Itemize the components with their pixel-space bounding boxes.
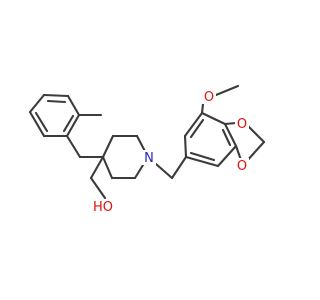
- methoxy-oxygen-label: O: [204, 90, 214, 105]
- bond-inner: [189, 118, 205, 139]
- bond-lines: [28, 84, 266, 200]
- piperidine-nitrogen-label: N: [144, 151, 154, 166]
- hydroxyl-label: HO: [93, 200, 113, 215]
- atom-labels: O O O N HO: [91, 89, 249, 215]
- bond: [184, 155, 220, 168]
- bond: [200, 102, 205, 115]
- bond: [66, 94, 81, 117]
- bond: [216, 144, 238, 168]
- bond-inner: [62, 114, 75, 133]
- bond: [28, 93, 46, 114]
- hydroxyl-group: HO: [91, 199, 115, 215]
- bond: [223, 122, 238, 148]
- molecule-structure-diagram: O O O N HO: [28, 84, 266, 215]
- bond-inner: [221, 128, 232, 147]
- bond: [214, 84, 240, 97]
- bond: [170, 155, 188, 180]
- bond: [101, 155, 114, 180]
- piperidine-nitrogen-atom: N: [142, 150, 156, 166]
- bond: [223, 121, 238, 126]
- dioxole-oxygen-top-label: O: [237, 117, 247, 132]
- bond: [101, 134, 115, 159]
- bond: [28, 110, 46, 138]
- bond: [65, 134, 82, 159]
- bond: [234, 144, 243, 162]
- bond-inner: [46, 99, 67, 104]
- bond: [65, 113, 81, 138]
- dioxole-oxygen-top-atom: O: [235, 116, 249, 132]
- bond-inner: [189, 151, 216, 162]
- bond: [89, 176, 107, 200]
- bond: [200, 111, 227, 126]
- bond: [42, 93, 70, 98]
- bond: [183, 134, 188, 159]
- methoxy-oxygen-atom: O: [202, 89, 216, 105]
- bond-inner: [34, 111, 49, 133]
- bond: [183, 111, 204, 138]
- dioxole-oxygen-bottom-label: O: [237, 159, 247, 174]
- dioxole-oxygen-bottom-atom: O: [235, 158, 249, 174]
- bond: [89, 155, 105, 180]
